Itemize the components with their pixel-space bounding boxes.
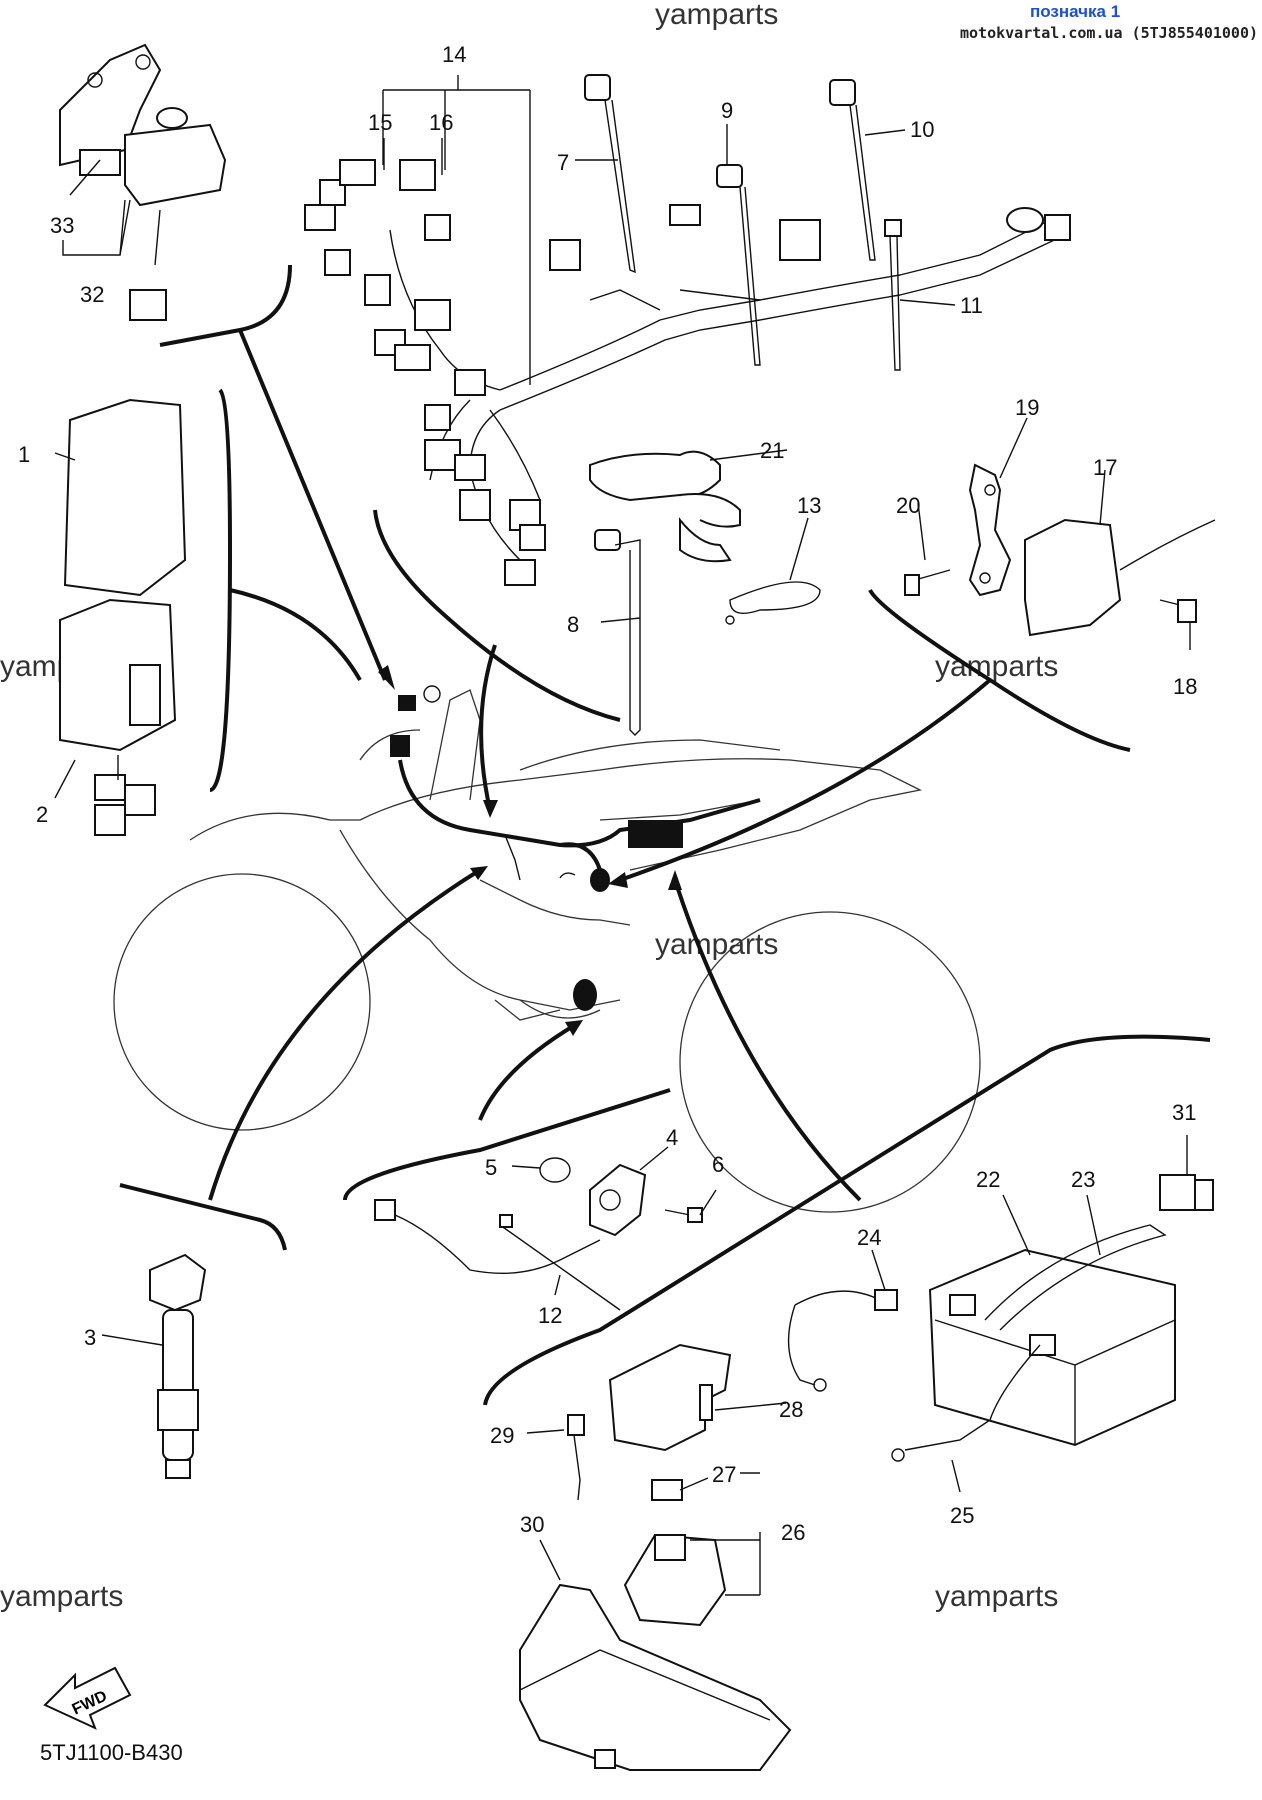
watermark-bottom-left: yamparts xyxy=(0,1580,123,1613)
callout-3: 3 xyxy=(84,1325,96,1350)
callout-29: 29 xyxy=(490,1423,514,1448)
callout-22: 22 xyxy=(976,1167,1000,1192)
callout-4: 4 xyxy=(666,1125,678,1150)
clamp-and-band xyxy=(589,450,821,625)
callout-30: 30 xyxy=(520,1512,544,1537)
callout-1: 1 xyxy=(18,442,30,467)
pointer-arrows xyxy=(208,329,992,1202)
harness-on-frame xyxy=(390,685,761,892)
watermark-top: yamparts xyxy=(655,0,778,31)
callout-24: 24 xyxy=(857,1225,881,1250)
cable-ties xyxy=(584,74,902,736)
watermark-center: yamparts xyxy=(655,928,778,961)
callout-28: 28 xyxy=(779,1397,803,1422)
wire-harness xyxy=(304,159,1071,586)
watermark-bottom-right: yamparts xyxy=(935,1580,1058,1613)
forward-direction-indicator: FWD xyxy=(43,1666,132,1730)
callout-10: 10 xyxy=(910,117,934,142)
starter-relay-assembly xyxy=(519,1343,792,1771)
callout-14: 14 xyxy=(442,42,466,67)
callout-31: 31 xyxy=(1172,1100,1196,1125)
callout-5: 5 xyxy=(485,1155,497,1180)
callout-18: 18 xyxy=(1173,674,1197,699)
callout-25: 25 xyxy=(950,1503,974,1528)
section-brackets xyxy=(119,264,1211,1406)
callout-numbers: 14 15 16 7 9 10 11 21 13 19 17 20 18 8 1… xyxy=(18,42,1197,1545)
callout-20: 20 xyxy=(896,493,920,518)
callout-26: 26 xyxy=(781,1520,805,1545)
callout-13: 13 xyxy=(797,493,821,518)
rectifier-regulator xyxy=(904,463,1216,637)
callout-6: 6 xyxy=(712,1152,724,1177)
callout-21: 21 xyxy=(760,438,784,463)
callout-27: 27 xyxy=(712,1462,736,1487)
callout-9: 9 xyxy=(721,98,733,123)
ignition-coil xyxy=(149,1253,207,1479)
callout-8: 8 xyxy=(567,612,579,637)
callout-16: 16 xyxy=(429,110,453,135)
callout-15: 15 xyxy=(368,110,392,135)
callout-17: 17 xyxy=(1093,455,1117,480)
motorcycle-outline xyxy=(113,689,981,1213)
diagram-code: 5TJ1100-B430 xyxy=(40,1740,183,1765)
leader-lines xyxy=(54,75,1191,1596)
callout-33: 33 xyxy=(50,213,74,238)
neutral-switch-assembly xyxy=(374,1157,703,1311)
callout-23: 23 xyxy=(1071,1167,1095,1192)
callout-2: 2 xyxy=(36,802,48,827)
callout-11: 11 xyxy=(960,293,983,318)
cdi-unit xyxy=(59,398,187,836)
callout-12: 12 xyxy=(538,1303,562,1328)
callout-7: 7 xyxy=(557,150,569,175)
relay-bracket-assembly xyxy=(59,43,227,321)
battery-assembly xyxy=(787,1174,1214,1462)
callout-19: 19 xyxy=(1015,395,1039,420)
source-reference: motokvartal.com.ua (5TJ855401000) xyxy=(960,24,1259,42)
bookmark-link[interactable]: позначка 1 xyxy=(1030,2,1121,21)
callout-32: 32 xyxy=(80,282,104,307)
